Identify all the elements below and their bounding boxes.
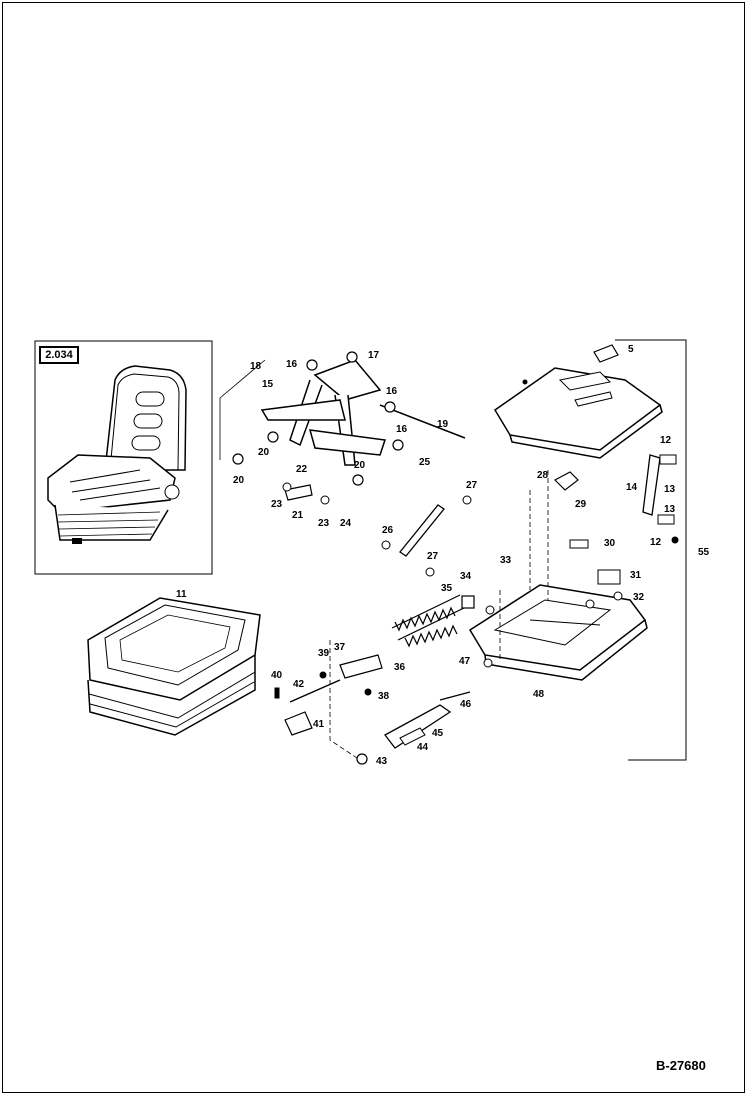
callout-5: 5 — [628, 344, 634, 355]
callout-27: 27 — [427, 551, 439, 562]
callout-12: 12 — [650, 537, 662, 548]
callout-39: 39 — [318, 648, 330, 659]
scissor-assembly — [219, 351, 466, 505]
callout-37: 37 — [334, 642, 346, 653]
callout-13: 13 — [664, 504, 676, 515]
part-5-seat-plate — [493, 344, 663, 459]
callout-35: 35 — [441, 583, 453, 594]
callout-16: 16 — [286, 359, 298, 370]
callout-34: 34 — [460, 571, 472, 582]
callout-23: 23 — [271, 499, 283, 510]
callout-40: 40 — [271, 670, 283, 681]
callout-18: 18 — [250, 361, 262, 372]
callout-16: 16 — [386, 386, 398, 397]
callout-33: 33 — [500, 555, 512, 566]
callout-20: 20 — [233, 475, 245, 486]
callout-13: 13 — [664, 484, 676, 495]
part-35-springs — [391, 594, 475, 648]
callout-16: 16 — [396, 424, 408, 435]
assembly-bracket-55 — [615, 339, 687, 761]
callout-17: 17 — [368, 350, 380, 361]
part-48-base-frame — [468, 539, 648, 681]
callout-32: 32 — [633, 592, 645, 603]
callout-47: 47 — [459, 656, 471, 667]
callout-23: 23 — [318, 518, 330, 529]
callout-27: 27 — [466, 480, 478, 491]
reference-tag: 2.034 — [39, 346, 79, 364]
callout-25: 25 — [419, 457, 431, 468]
part-11-bellows — [87, 597, 261, 736]
gas-strut — [381, 495, 472, 577]
complete-seat-inset — [34, 340, 213, 575]
callout-24: 24 — [340, 518, 352, 529]
slide-handle — [356, 658, 493, 765]
callout-21: 21 — [292, 510, 304, 521]
callout-20: 20 — [354, 460, 366, 471]
latch-assembly — [274, 654, 383, 736]
part-28-bracket — [554, 471, 579, 491]
callout-38: 38 — [378, 691, 390, 702]
callout-29: 29 — [575, 499, 587, 510]
callout-19: 19 — [437, 419, 449, 430]
callout-46: 46 — [460, 699, 472, 710]
callout-42: 42 — [293, 679, 305, 690]
callout-11: 11 — [176, 589, 187, 600]
callout-45: 45 — [432, 728, 444, 739]
callout-36: 36 — [394, 662, 406, 673]
callout-20: 20 — [258, 447, 270, 458]
callout-28: 28 — [537, 470, 549, 481]
callout-12: 12 — [660, 435, 672, 446]
assembly-lines — [329, 470, 549, 761]
callout-43: 43 — [376, 756, 388, 767]
callout-30: 30 — [604, 538, 616, 549]
callout-labels: 5 11 12 12 13 13 14 15 16 16 16 17 18 19… — [176, 344, 710, 767]
callout-22: 22 — [296, 464, 308, 475]
callout-15: 15 — [262, 379, 274, 390]
callout-41: 41 — [313, 719, 325, 730]
callout-44: 44 — [417, 742, 429, 753]
callout-14: 14 — [626, 482, 638, 493]
adjustment-lever — [642, 454, 679, 544]
callout-31: 31 — [630, 570, 642, 581]
callout-26: 26 — [382, 525, 394, 536]
callout-55: 55 — [698, 547, 710, 558]
document-number: B-27680 — [656, 1058, 706, 1073]
callout-48: 48 — [533, 689, 545, 700]
